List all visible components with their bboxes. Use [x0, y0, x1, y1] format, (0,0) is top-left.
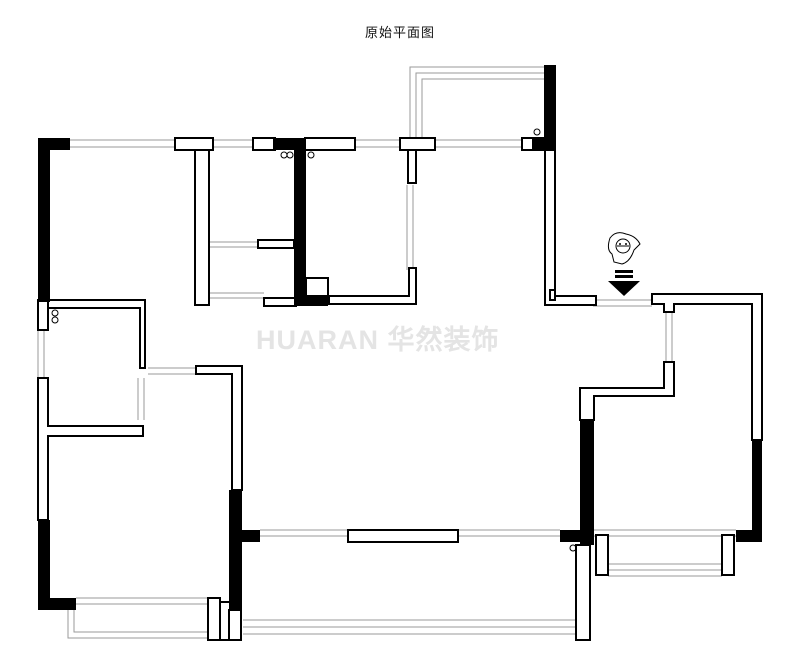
entrance-arrow-icon — [608, 270, 640, 296]
structural-walls — [38, 65, 762, 610]
window-lines — [37, 66, 736, 639]
walls — [37, 137, 763, 641]
watermark: HUARAN 华然装饰 — [256, 325, 500, 355]
pipe-circle-icon — [51, 128, 577, 552]
mascot-icon — [607, 232, 641, 265]
plan-title: 原始平面图 — [364, 26, 435, 41]
